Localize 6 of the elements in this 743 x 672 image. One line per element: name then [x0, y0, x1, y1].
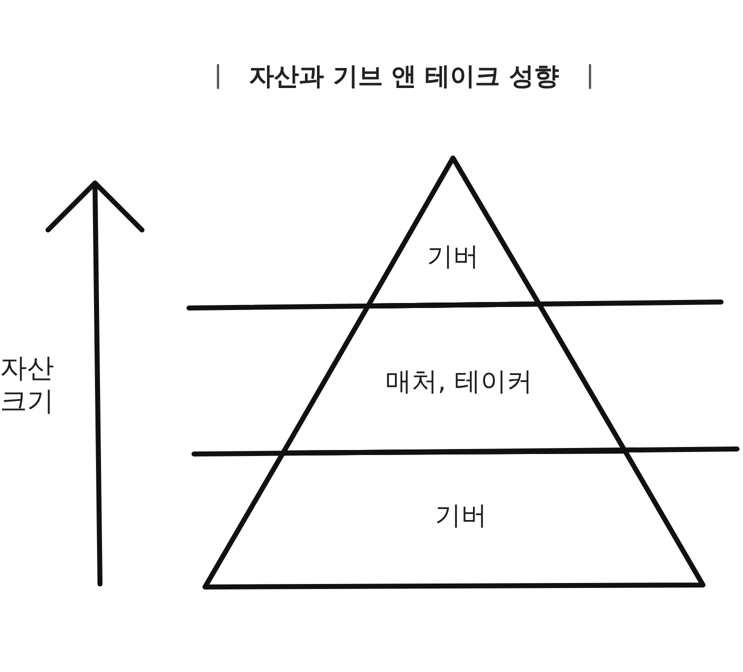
tier-label: 기버 [435, 503, 487, 529]
tier-label: 매처, 테이커 [386, 369, 532, 395]
pyramid-tier [202, 448, 706, 590]
tier-label: 기버 [427, 244, 479, 270]
title: 자산과 기브 앤 테이크 성향 [249, 64, 559, 88]
axis-label: 자산 크기 [0, 352, 55, 418]
